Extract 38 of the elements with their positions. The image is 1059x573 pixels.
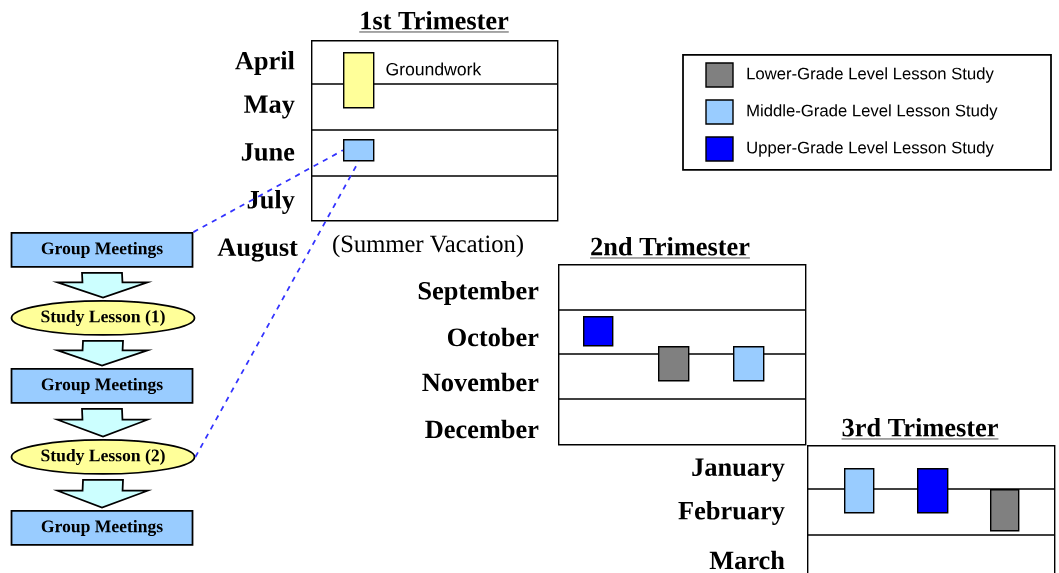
month-label: March <box>709 550 785 570</box>
node-label: 3rd Trimester <box>842 417 998 437</box>
bar <box>583 316 614 347</box>
process-box: Group Meetings <box>10 232 194 268</box>
node-label: 2nd Trimester <box>591 236 750 256</box>
note-text: (Summer Vacation) <box>333 234 523 258</box>
month-label: May <box>244 95 295 119</box>
table-frame: 2nd Trimester <box>557 237 807 446</box>
block-arrow <box>52 272 153 299</box>
block-arrow <box>52 479 153 509</box>
month-label: June <box>241 143 295 161</box>
month-label: August <box>217 238 298 262</box>
table-frame: 3rd Trimester <box>806 417 1056 573</box>
bar <box>990 489 1020 532</box>
month-label: September <box>418 281 539 305</box>
month-label: January <box>692 458 785 482</box>
month-label: December <box>425 419 539 439</box>
process-box: Group Meetings <box>10 510 194 546</box>
month-label: October <box>447 327 539 347</box>
bar <box>917 468 949 514</box>
process-box: Group Meetings <box>10 368 194 404</box>
bar <box>343 139 375 162</box>
legend-label: Middle-Grade Level Lesson Study <box>747 104 998 120</box>
connector-line <box>192 149 344 233</box>
block-arrow <box>52 408 153 438</box>
bar <box>844 468 875 514</box>
month-label: April <box>235 51 295 75</box>
legend-label: Upper-Grade Level Lesson Study <box>747 141 994 157</box>
month-label: February <box>678 501 785 525</box>
connector-line <box>194 160 360 458</box>
block-arrow <box>52 340 153 367</box>
month-label: July <box>247 190 295 214</box>
bar <box>733 346 765 382</box>
bar <box>658 346 690 382</box>
month-label: November <box>422 372 539 392</box>
legend-label: Lower-Grade Level Lesson Study <box>747 67 994 83</box>
bar-label: Groundwork <box>386 62 482 76</box>
node-label: 1st Trimester <box>361 10 509 30</box>
